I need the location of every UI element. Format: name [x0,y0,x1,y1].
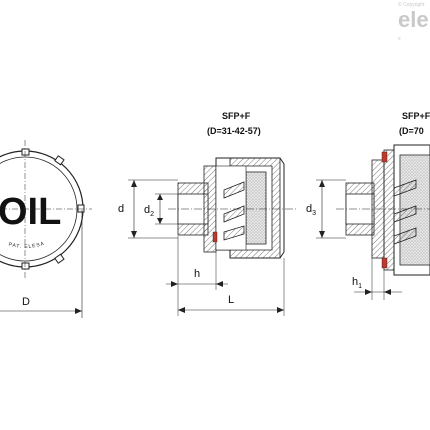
dim-D-label: D [22,296,30,308]
dim-h-label: h [194,268,200,280]
svg-text:PAT. ELESA: PAT. ELESA [8,241,46,250]
knob-pat-text: PAT. ELESA [8,241,45,250]
dim-d2-label: d2 [144,204,154,218]
watermark-brand: ele [398,7,429,32]
knob-front-view: OIL PAT. ELESA D [0,140,92,318]
knob-oil-text: OIL [0,191,61,233]
dim-d-label: d [118,203,124,215]
view2-range: (D=70 [399,126,424,136]
sfp-f-d70-section-view: SFP+F (D=70 d3 h1 [306,111,430,300]
dim-h1-label: h1 [352,276,362,290]
sfp-f-section-view: SFP+F (D=31-42-57) d [118,111,296,316]
dim-L-label: L [228,294,234,306]
watermark-copyright: © Copyright [398,1,425,8]
view1-range: (D=31-42-57) [207,126,261,136]
view2-title: SFP+F [402,111,430,121]
dim-d3-label: d3 [306,203,316,217]
watermark-tag: e [398,36,401,42]
view1-title: SFP+F [222,111,251,121]
brand-watermark: © Copyright ele e [398,1,429,42]
